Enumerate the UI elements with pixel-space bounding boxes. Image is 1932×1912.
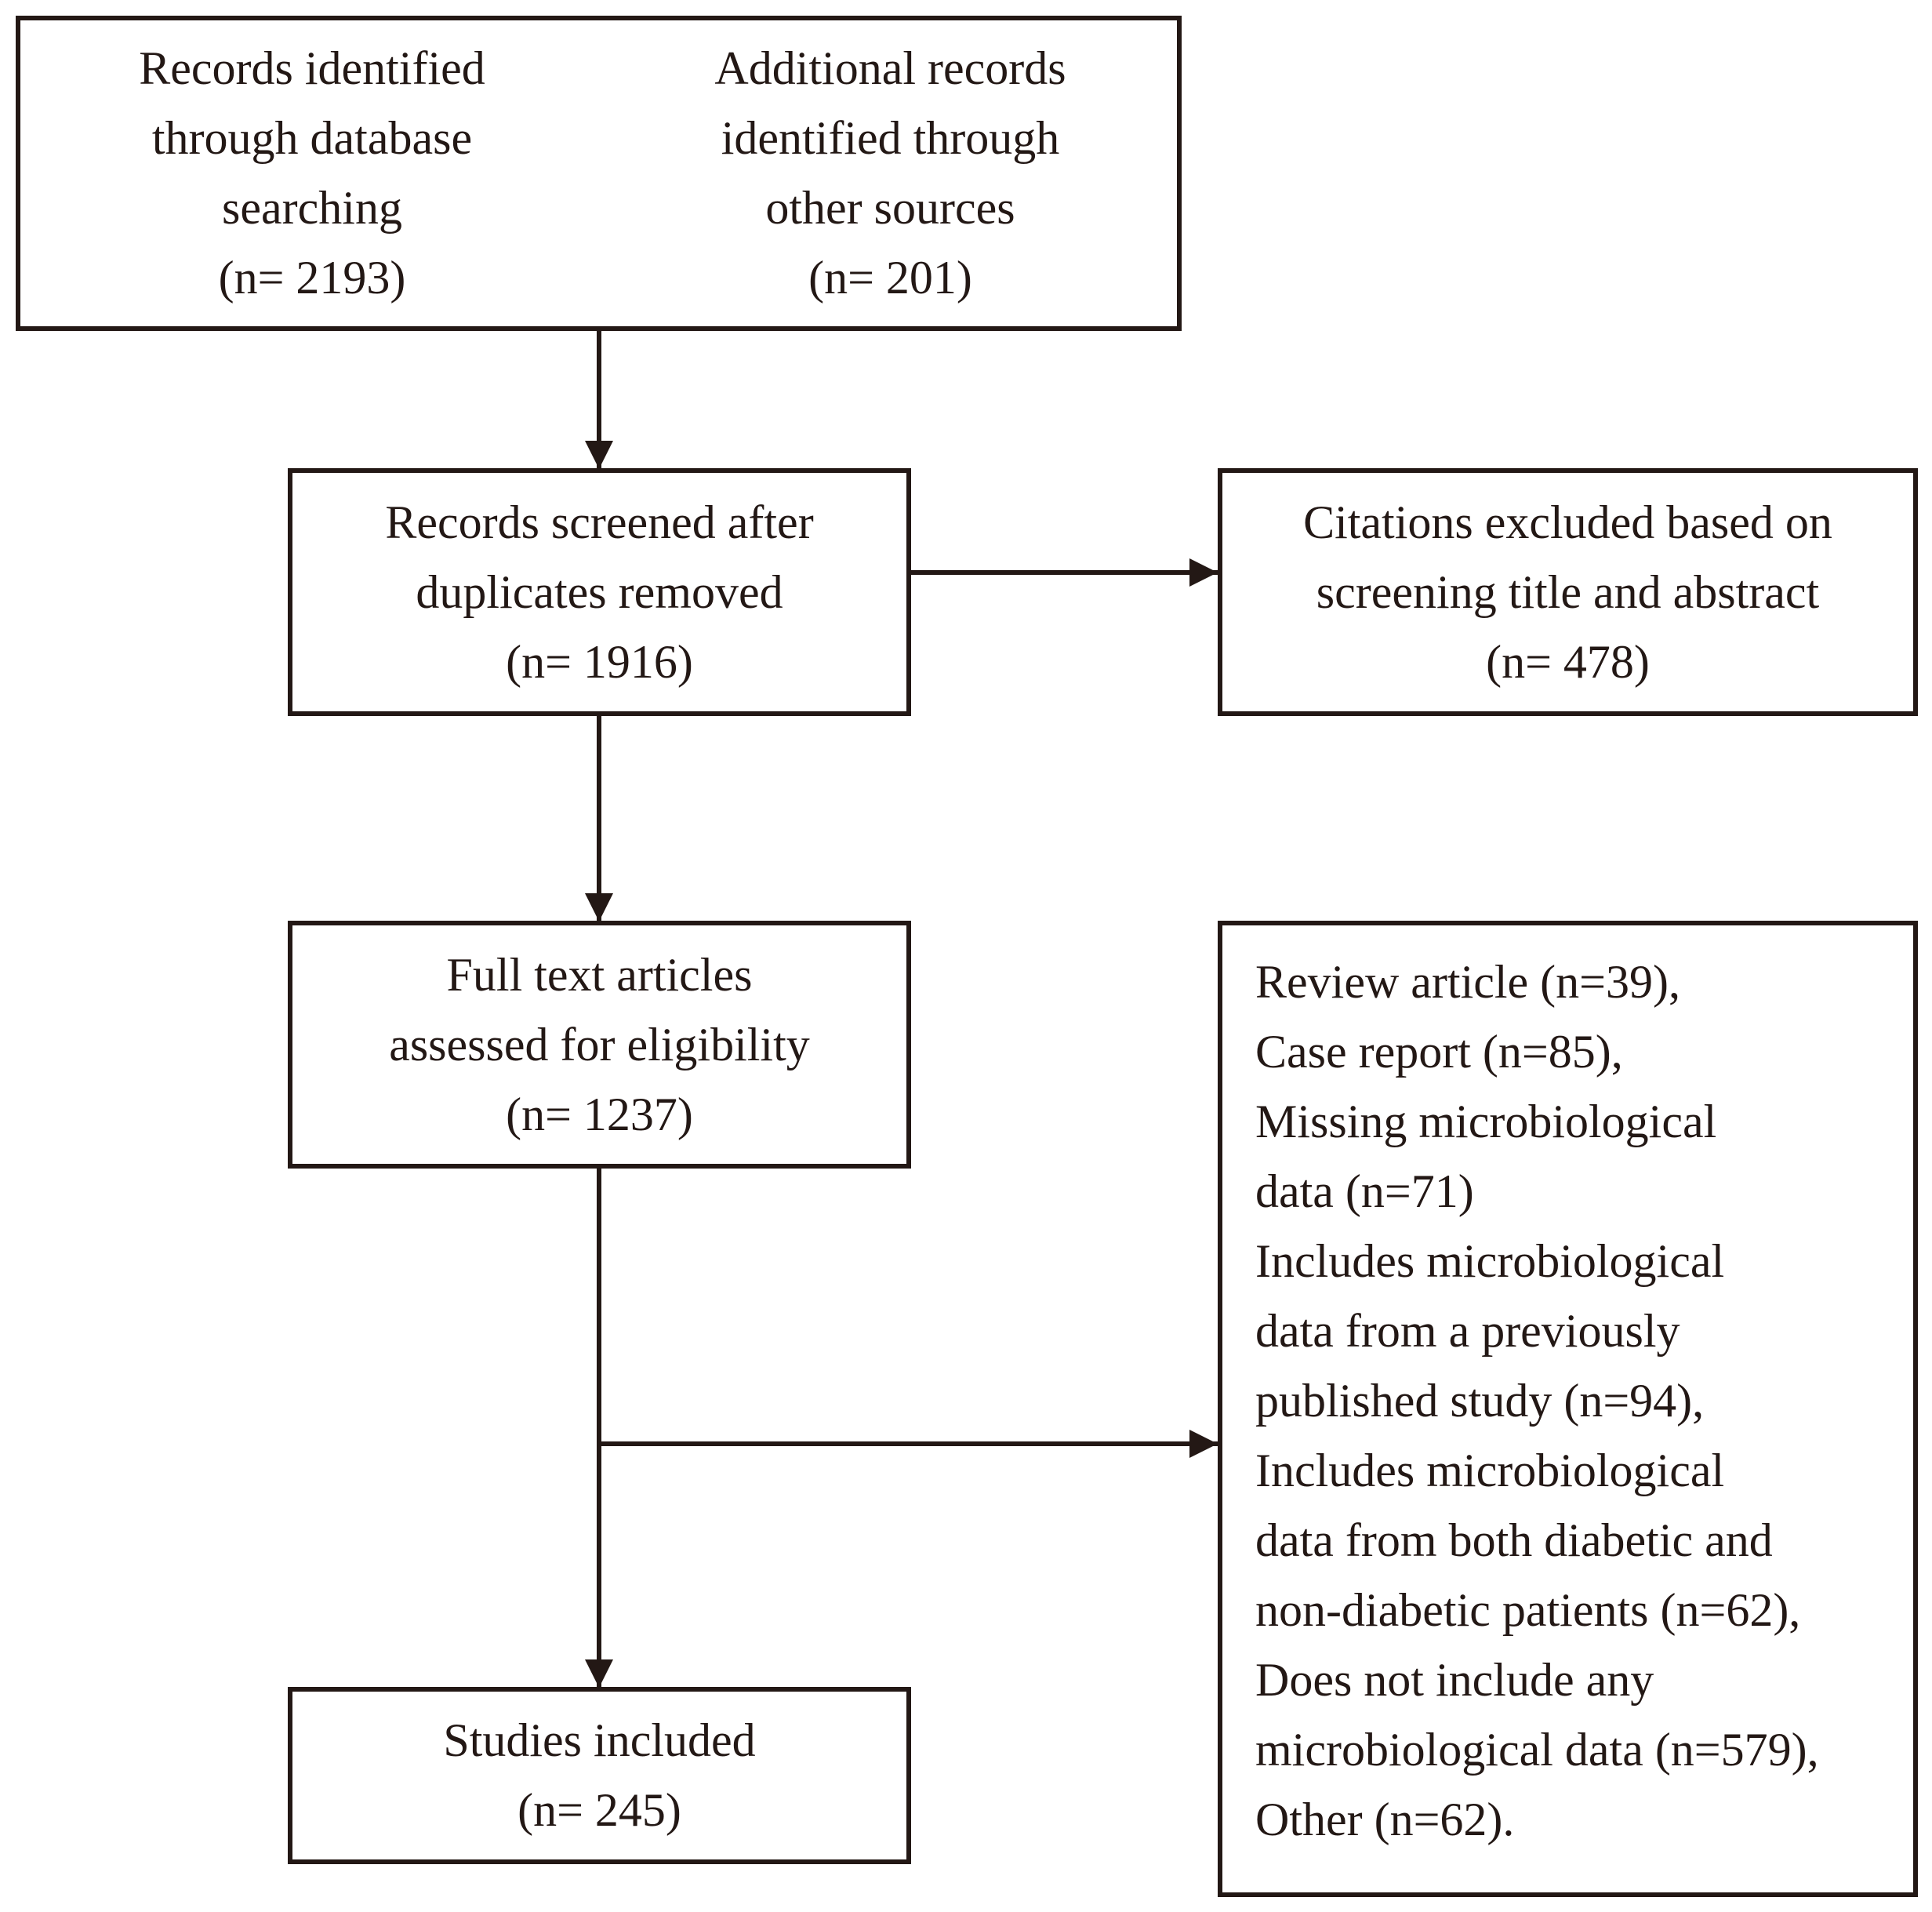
exclusion-reason-line: Does not include any xyxy=(1255,1654,1654,1706)
eligibility-box: Full text articles assessed for eligibil… xyxy=(288,921,911,1169)
screened-records-count: (n= 1916) xyxy=(506,635,693,688)
exclusion-reason-line: data from both diabetic and xyxy=(1255,1514,1773,1566)
exclusion-reason-line: Other (n=62). xyxy=(1255,1794,1515,1845)
citations-excluded-count: (n= 478) xyxy=(1486,635,1650,688)
other-sources-box: Additional records identified through ot… xyxy=(604,20,1177,326)
database-records-box: Records identified through database sear… xyxy=(20,20,604,326)
studies-included-count: (n= 245) xyxy=(518,1784,681,1836)
studies-included-box: Studies included (n= 245) xyxy=(288,1687,911,1864)
exclusion-reason-line: Case report (n=85), xyxy=(1255,1026,1623,1078)
database-records-count: (n= 2193) xyxy=(218,252,406,304)
exclusion-reason-line: Review article (n=39), xyxy=(1255,956,1680,1008)
other-sources-line-1: Additional records xyxy=(714,42,1066,94)
other-sources-line-2: identified through xyxy=(721,112,1060,164)
other-sources-line-3: other sources xyxy=(765,182,1015,234)
eligibility-line-1: Full text articles xyxy=(446,948,753,1001)
citations-excluded-box: Citations excluded based on screening ti… xyxy=(1218,468,1918,716)
citations-excluded-line-2: screening title and abstract xyxy=(1316,565,1820,618)
identification-box: Records identified through database sear… xyxy=(16,16,1182,331)
exclusion-reasons-box: Review article (n=39), Case report (n=85… xyxy=(1218,921,1918,1897)
exclusion-reason-line: Includes microbiological xyxy=(1255,1445,1725,1496)
studies-included-line-1: Studies included xyxy=(443,1714,756,1766)
database-records-line-3: searching xyxy=(222,182,402,234)
database-records-line-2: through database xyxy=(151,112,473,164)
exclusion-reason-line: microbiological data (n=579), xyxy=(1255,1724,1819,1776)
exclusion-reason-line: data (n=71) xyxy=(1255,1165,1474,1217)
eligibility-line-2: assessed for eligibility xyxy=(389,1018,810,1071)
eligibility-count: (n= 1237) xyxy=(506,1088,693,1140)
screened-records-box: Records screened after duplicates remove… xyxy=(288,468,911,716)
database-records-line-1: Records identified xyxy=(139,42,485,94)
citations-excluded-line-1: Citations excluded based on xyxy=(1303,496,1832,548)
exclusion-reason-line: published study (n=94), xyxy=(1255,1375,1705,1427)
other-sources-count: (n= 201) xyxy=(808,252,972,304)
exclusion-reason-line: Includes microbiological xyxy=(1255,1235,1725,1287)
exclusion-reason-line: data from a previously xyxy=(1255,1305,1680,1357)
screened-records-line-2: duplicates removed xyxy=(416,565,783,618)
screened-records-line-1: Records screened after xyxy=(385,496,814,548)
exclusion-reason-line: non-diabetic patients (n=62), xyxy=(1255,1584,1801,1636)
exclusion-reason-line: Missing microbiological xyxy=(1255,1096,1717,1147)
